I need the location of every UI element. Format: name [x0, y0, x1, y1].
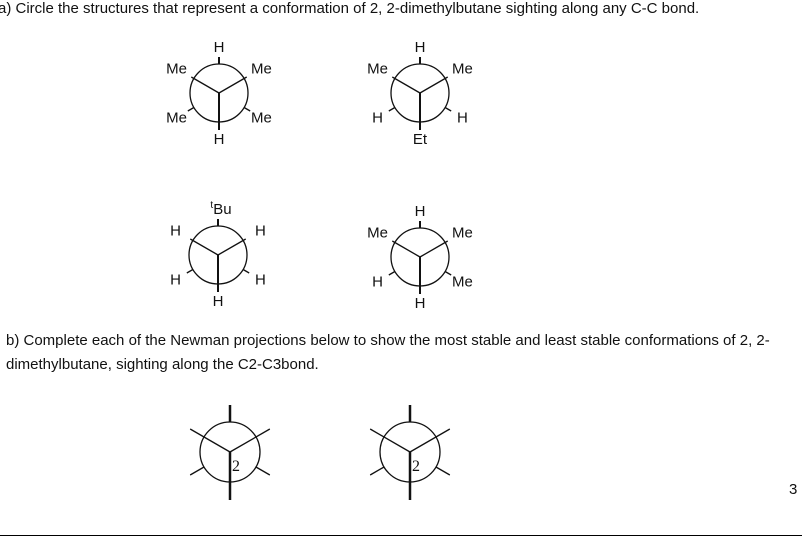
rear-bond [444, 106, 452, 112]
question-b-line-1: b) Complete each of the Newman projectio… [6, 332, 770, 349]
rear-bond [435, 466, 451, 476]
rear-bond [186, 268, 194, 274]
carbon-number-label: 2 [412, 458, 420, 475]
rear-bond [243, 106, 251, 112]
substituent-label-bottom: H [415, 295, 426, 312]
substituent-label-top: tBu [210, 200, 231, 218]
substituent-label-upper-right: H [255, 223, 266, 240]
page-number: 3 [789, 481, 798, 498]
substituent-label-lower-left: H [372, 110, 383, 127]
substituent-label-lower-right: Me [452, 274, 473, 291]
question-a: a) Circle the structures that represent … [0, 0, 700, 17]
substituent-label-lower-left: H [372, 274, 383, 291]
rear-bond [388, 270, 396, 276]
substituent-label-upper-left: Me [367, 225, 388, 242]
rear-bond [388, 106, 396, 112]
substituent-label-upper-left: H [170, 223, 181, 240]
front-bond [229, 428, 271, 453]
rear-bond [369, 466, 385, 476]
front-bond [218, 76, 248, 94]
front-bond [391, 240, 421, 258]
rear-bond [187, 106, 195, 112]
rear-bond [444, 270, 452, 276]
substituent-label-top: H [415, 39, 426, 56]
substituent-label-lower-right: H [255, 272, 266, 289]
rear-bond [255, 466, 271, 476]
substituent-label-upper-right: Me [452, 225, 473, 242]
front-bond [419, 76, 449, 94]
substituent-label-lower-left: Me [166, 110, 187, 127]
substituent-label-top: H [415, 203, 426, 220]
substituent-label-upper-right: Me [452, 61, 473, 78]
front-bond [217, 238, 247, 256]
rear-bond [242, 268, 250, 274]
substituent-label-bottom: H [214, 131, 225, 148]
front-bond [189, 238, 219, 256]
substituent-label-bottom: H [213, 293, 224, 310]
substituent-label-upper-left: Me [166, 61, 187, 78]
front-bond [409, 428, 451, 453]
substituent-label-upper-left: Me [367, 61, 388, 78]
substituent-label-lower-right: H [457, 110, 468, 127]
substituent-label-top: H [214, 39, 225, 56]
substituent-label-upper-right: Me [251, 61, 272, 78]
front-bond [419, 240, 449, 258]
substituent-label-bottom: Et [413, 131, 428, 148]
front-bond [190, 76, 220, 94]
carbon-number-label: 2 [232, 458, 240, 475]
rear-bond [189, 466, 205, 476]
front-bond [189, 428, 231, 453]
question-b-line-2: dimethylbutane, sighting along the C2-C3… [6, 356, 319, 373]
front-bond [391, 76, 421, 94]
footer-divider [0, 535, 802, 536]
substituent-label-lower-left: H [170, 272, 181, 289]
front-bond [369, 428, 411, 453]
substituent-label-lower-right: Me [251, 110, 272, 127]
